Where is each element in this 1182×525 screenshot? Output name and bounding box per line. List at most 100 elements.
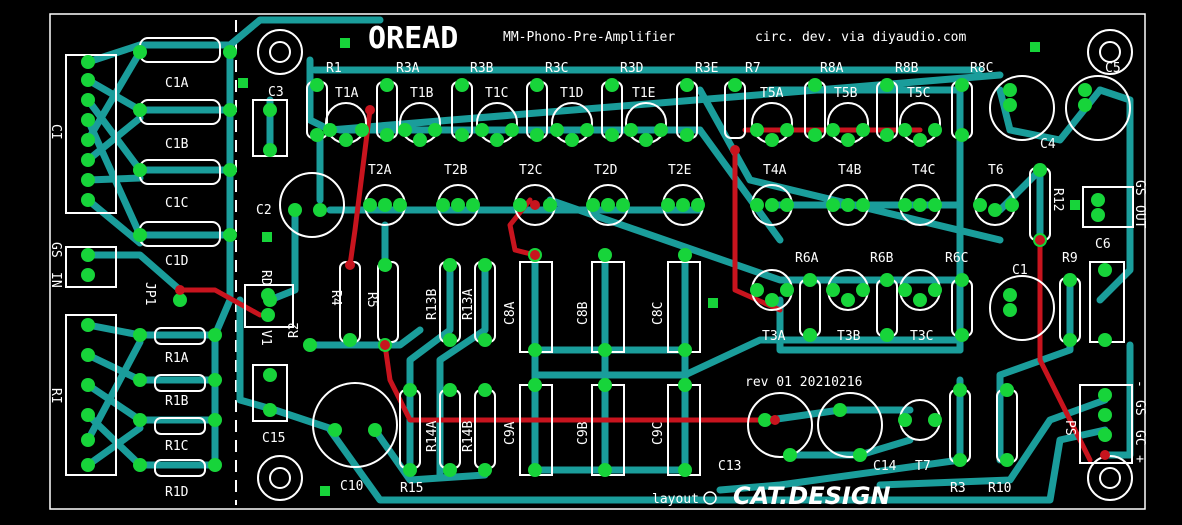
solder-pad	[598, 248, 612, 262]
solder-pad	[955, 273, 969, 287]
label-r13a: R13A	[461, 289, 476, 320]
board-outline	[49, 13, 1146, 510]
solder-pad	[443, 258, 457, 272]
solder-pad	[81, 408, 95, 422]
label-c2: C2	[256, 203, 272, 218]
solder-pad	[639, 133, 653, 147]
solder-pad	[133, 228, 147, 242]
solder-pad	[624, 123, 638, 137]
solder-pad	[403, 383, 417, 397]
connector-outlines	[65, 54, 1134, 476]
solder-pad	[378, 258, 392, 272]
label-r3: R3	[950, 481, 966, 496]
label-t1d: T1D	[560, 86, 584, 101]
via-pad	[770, 415, 780, 425]
label-t1e: T1E	[632, 86, 655, 101]
solder-pad	[133, 103, 147, 117]
solder-pad	[1078, 98, 1092, 112]
solder-pad	[1078, 83, 1092, 97]
solder-pad	[880, 273, 894, 287]
label-r15: R15	[400, 481, 423, 496]
label-c8c: C8C	[651, 302, 666, 325]
solder-pad	[1003, 288, 1017, 302]
solder-pad	[310, 78, 324, 92]
label-r1a: R1A	[165, 351, 189, 366]
solder-pad	[81, 378, 95, 392]
solder-pad	[661, 198, 675, 212]
solder-pad	[565, 133, 579, 147]
label-r8b: R8B	[895, 61, 919, 76]
solder-pad	[803, 328, 817, 342]
label-t2c: T2C	[519, 163, 542, 178]
solder-pad	[339, 133, 353, 147]
solder-pad	[490, 133, 504, 147]
solder-pad	[973, 198, 987, 212]
solder-pad	[750, 198, 764, 212]
solder-pad	[826, 123, 840, 137]
solder-pad	[443, 463, 457, 477]
label-c1d: C1D	[165, 254, 189, 269]
solder-pad	[343, 333, 357, 347]
solder-pad	[81, 458, 95, 472]
via-pad	[1100, 450, 1110, 460]
label-gs-out: GS	[1132, 180, 1147, 196]
solder-pad	[783, 448, 797, 462]
solder-pad	[1098, 408, 1112, 422]
solder-pad	[223, 163, 237, 177]
solder-pad	[856, 198, 870, 212]
solder-pad	[455, 78, 469, 92]
label-r7: R7	[745, 61, 761, 76]
solder-pad	[808, 128, 822, 142]
label-t3b: T3B	[837, 329, 861, 344]
solder-pad	[1000, 453, 1014, 467]
via-pad	[380, 340, 390, 350]
solder-pad	[856, 283, 870, 297]
solder-pad	[678, 378, 692, 392]
label-t2e: T2E	[668, 163, 691, 178]
solder-pad	[530, 78, 544, 92]
solder-pad	[363, 198, 377, 212]
solder-pad	[261, 288, 275, 302]
label-r1b: R1B	[165, 394, 189, 409]
solder-pad	[1063, 273, 1077, 287]
solder-pad	[478, 258, 492, 272]
label-v1: V1	[258, 330, 273, 346]
solder-pad	[173, 293, 187, 307]
label-c8b: C8B	[576, 301, 591, 325]
solder-pads	[81, 45, 1112, 477]
label-r6a: R6A	[795, 251, 819, 266]
solder-pad	[528, 463, 542, 477]
solder-pad	[81, 73, 95, 87]
solder-pad	[880, 328, 894, 342]
solder-pad	[953, 383, 967, 397]
solder-pad	[81, 153, 95, 167]
solder-pad	[263, 143, 277, 157]
solder-pad	[443, 383, 457, 397]
solder-pad	[880, 128, 894, 142]
label-r3b: R3B	[470, 61, 494, 76]
solder-pad	[833, 403, 847, 417]
via-pad	[365, 105, 375, 115]
solder-pad	[133, 458, 147, 472]
via-pad	[530, 250, 540, 260]
solder-pad	[263, 103, 277, 117]
solder-pad	[443, 333, 457, 347]
label-plus: +	[1132, 455, 1147, 463]
solder-pad	[826, 198, 840, 212]
label-c1a: C1A	[165, 76, 189, 91]
label-r3e: R3E	[695, 61, 718, 76]
solder-pad	[913, 293, 927, 307]
solder-pad	[428, 123, 442, 137]
solder-pad	[81, 433, 95, 447]
solder-pad	[586, 198, 600, 212]
solder-pad	[455, 128, 469, 142]
solder-pad	[543, 198, 557, 212]
label-c6: C6	[1095, 237, 1111, 252]
label-ci: CI	[48, 124, 63, 140]
solder-pad	[605, 128, 619, 142]
solder-pad	[81, 193, 95, 207]
board-title: OREAD	[368, 21, 458, 56]
solder-pad	[758, 413, 772, 427]
solder-pad	[288, 203, 302, 217]
solder-pad	[208, 413, 222, 427]
